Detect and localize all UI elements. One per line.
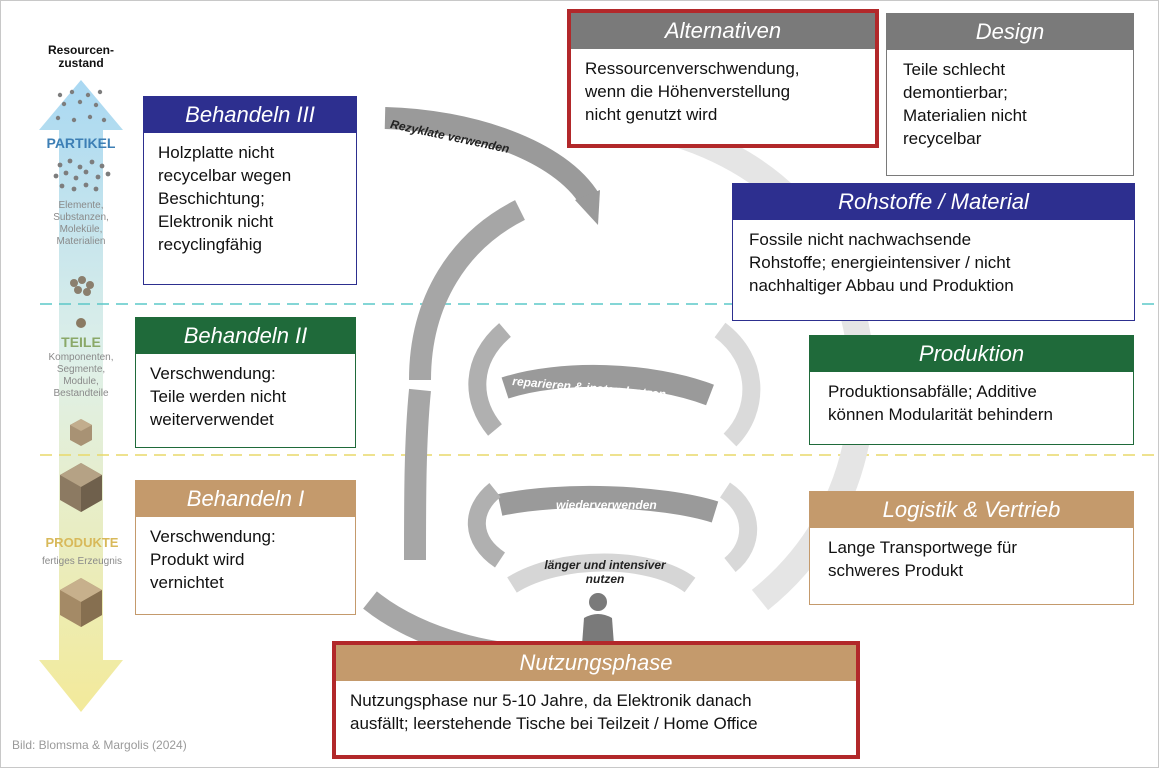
text-line: schweres Produkt bbox=[828, 561, 964, 580]
text-line: Teile werden nicht bbox=[150, 387, 287, 406]
resource-state-arrow bbox=[39, 80, 123, 712]
behandeln-1-box: Behandeln I Verschwendung: Produkt wird … bbox=[135, 480, 356, 615]
text-line: Nutzungsphase nur 5-10 Jahre, da Elektro… bbox=[350, 691, 752, 710]
products-description: fertiges Erzeugnis bbox=[41, 556, 123, 567]
text-line: Elektronik nicht bbox=[158, 212, 274, 231]
text-line: Materialien nicht bbox=[903, 106, 1027, 125]
text-line: Fossile nicht nachwachsende bbox=[749, 230, 972, 249]
text-line: Verschwendung: bbox=[150, 364, 276, 383]
rohstoffe-text: Fossile nicht nachwachsende Rohstoffe; e… bbox=[733, 220, 1134, 297]
behandeln-1-text: Verschwendung: Produkt wird vernichtet bbox=[136, 517, 355, 594]
resource-state-title-line1: Resourcen- bbox=[47, 43, 115, 57]
text-line: nachhaltiger Abbau und Produktion bbox=[749, 276, 1014, 295]
behandeln-2-text: Verschwendung: Teile werden nicht weiter… bbox=[136, 354, 355, 431]
repair-loop bbox=[468, 322, 761, 447]
use-longer-label: länger und intensiver nutzen bbox=[530, 558, 680, 586]
material-cluster-icon bbox=[70, 276, 94, 296]
rohstoffe-box: Rohstoffe / Material Fossile nicht nachw… bbox=[732, 183, 1135, 321]
text-line: nicht genutzt wird bbox=[585, 105, 718, 124]
produktion-text: Produktionsabfälle; Additive können Modu… bbox=[810, 372, 1133, 426]
text-line: recycelbar wegen bbox=[158, 166, 292, 185]
nutzungsphase-box: Nutzungsphase Nutzungsphase nur 5-10 Jah… bbox=[332, 641, 860, 759]
behandeln-3-box: Behandeln III Holzplatte nicht recycelba… bbox=[143, 96, 357, 285]
behandeln-2-box: Behandeln II Verschwendung: Teile werden… bbox=[135, 317, 356, 448]
text-line: vernichtet bbox=[150, 573, 224, 592]
text-line: Verschwendung: bbox=[150, 527, 276, 546]
design-title: Design bbox=[887, 14, 1133, 50]
particle-icons bbox=[53, 89, 111, 192]
text-line: Produktionsabfälle; Additive bbox=[828, 382, 1037, 401]
text-line: recycelbar bbox=[903, 129, 982, 148]
logistik-text: Lange Transportwege für schweres Produkt bbox=[810, 528, 1133, 582]
particle-desc-line: Substanzen, bbox=[53, 212, 109, 223]
design-box: Design Teile schlecht demontierbar; Mate… bbox=[886, 13, 1134, 176]
parts-desc-line: Komponenten, bbox=[48, 352, 114, 363]
parts-desc-line: Bestandteile bbox=[53, 388, 109, 399]
parts-description: Komponenten, Segmente, Module, Bestandte… bbox=[30, 352, 132, 400]
particle-desc-line: Moleküle, bbox=[59, 224, 103, 235]
text-line: demontierbar; bbox=[903, 83, 1008, 102]
text-line: Ressourcenverschwendung, bbox=[585, 59, 800, 78]
text-line: Teile schlecht bbox=[903, 60, 1006, 79]
text-line: weiterverwendet bbox=[150, 410, 274, 429]
parts-desc-line: Segmente, bbox=[56, 364, 106, 375]
alternativen-title: Alternativen bbox=[571, 13, 875, 49]
alternativen-box: Alternativen Ressourcenverschwendung, we… bbox=[567, 9, 879, 148]
text-line: wenn die Höhenverstellung bbox=[585, 82, 791, 101]
produktion-box: Produktion Produktionsabfälle; Additive … bbox=[809, 335, 1134, 445]
produktion-title: Produktion bbox=[810, 336, 1133, 372]
behandeln-1-title: Behandeln I bbox=[136, 481, 355, 517]
behandeln-2-title: Behandeln II bbox=[136, 318, 355, 354]
reuse-loop-label: wiederverwenden bbox=[556, 498, 657, 512]
text-line: recyclingfähig bbox=[158, 235, 262, 254]
nutzungsphase-text: Nutzungsphase nur 5-10 Jahre, da Elektro… bbox=[336, 681, 856, 735]
use-longer-label-line1: länger und intensiver bbox=[544, 558, 666, 572]
parts-desc-line: Module, bbox=[63, 376, 99, 387]
logistik-title: Logistik & Vertrieb bbox=[810, 492, 1133, 528]
user-person-icon bbox=[582, 593, 614, 645]
nutzungsphase-title: Nutzungsphase bbox=[336, 645, 856, 681]
particle-desc-line: Materialien bbox=[56, 236, 106, 247]
use-longer-label-line2: nutzen bbox=[585, 572, 625, 586]
particle-label: PARTIKEL bbox=[46, 135, 116, 151]
particle-desc-line: Elemente, bbox=[58, 200, 104, 211]
text-line: können Modularität behindern bbox=[828, 405, 1053, 424]
logistik-box: Logistik & Vertrieb Lange Transportwege … bbox=[809, 491, 1134, 605]
text-line: Holzplatte nicht bbox=[158, 143, 275, 162]
alternativen-text: Ressourcenverschwendung, wenn die Höhenv… bbox=[571, 49, 875, 126]
particle-description: Elemente, Substanzen, Moleküle, Material… bbox=[36, 200, 126, 248]
text-line: Lange Transportwege für bbox=[828, 538, 1018, 557]
rohstoffe-title: Rohstoffe / Material bbox=[733, 184, 1134, 220]
reuse-loop bbox=[467, 482, 758, 573]
use-longer-loop bbox=[507, 553, 696, 593]
behandeln-3-title: Behandeln III bbox=[144, 97, 356, 133]
stacked-cubes-icon bbox=[60, 463, 102, 512]
product-box-icon bbox=[60, 578, 102, 627]
image-credit: Bild: Blomsma & Margolis (2024) bbox=[12, 738, 187, 752]
text-line: Rohstoffe; energieintensiver / nicht bbox=[749, 253, 1011, 272]
behandeln-3-text: Holzplatte nicht recycelbar wegen Beschi… bbox=[144, 133, 356, 256]
text-line: Beschichtung; bbox=[158, 189, 265, 208]
resource-state-title: Resourcen- zustand bbox=[45, 44, 117, 70]
products-label: PRODUKTE bbox=[45, 535, 119, 550]
parts-label: TEILE bbox=[61, 334, 101, 350]
resource-state-title-line2: zustand bbox=[58, 56, 104, 70]
small-cube-icon bbox=[70, 419, 92, 446]
text-line: Produkt wird bbox=[150, 550, 245, 569]
text-line: ausfällt; leerstehende Tische bei Teilze… bbox=[350, 714, 758, 733]
component-icon bbox=[76, 318, 86, 328]
design-text: Teile schlecht demontierbar; Materialien… bbox=[887, 50, 1133, 150]
